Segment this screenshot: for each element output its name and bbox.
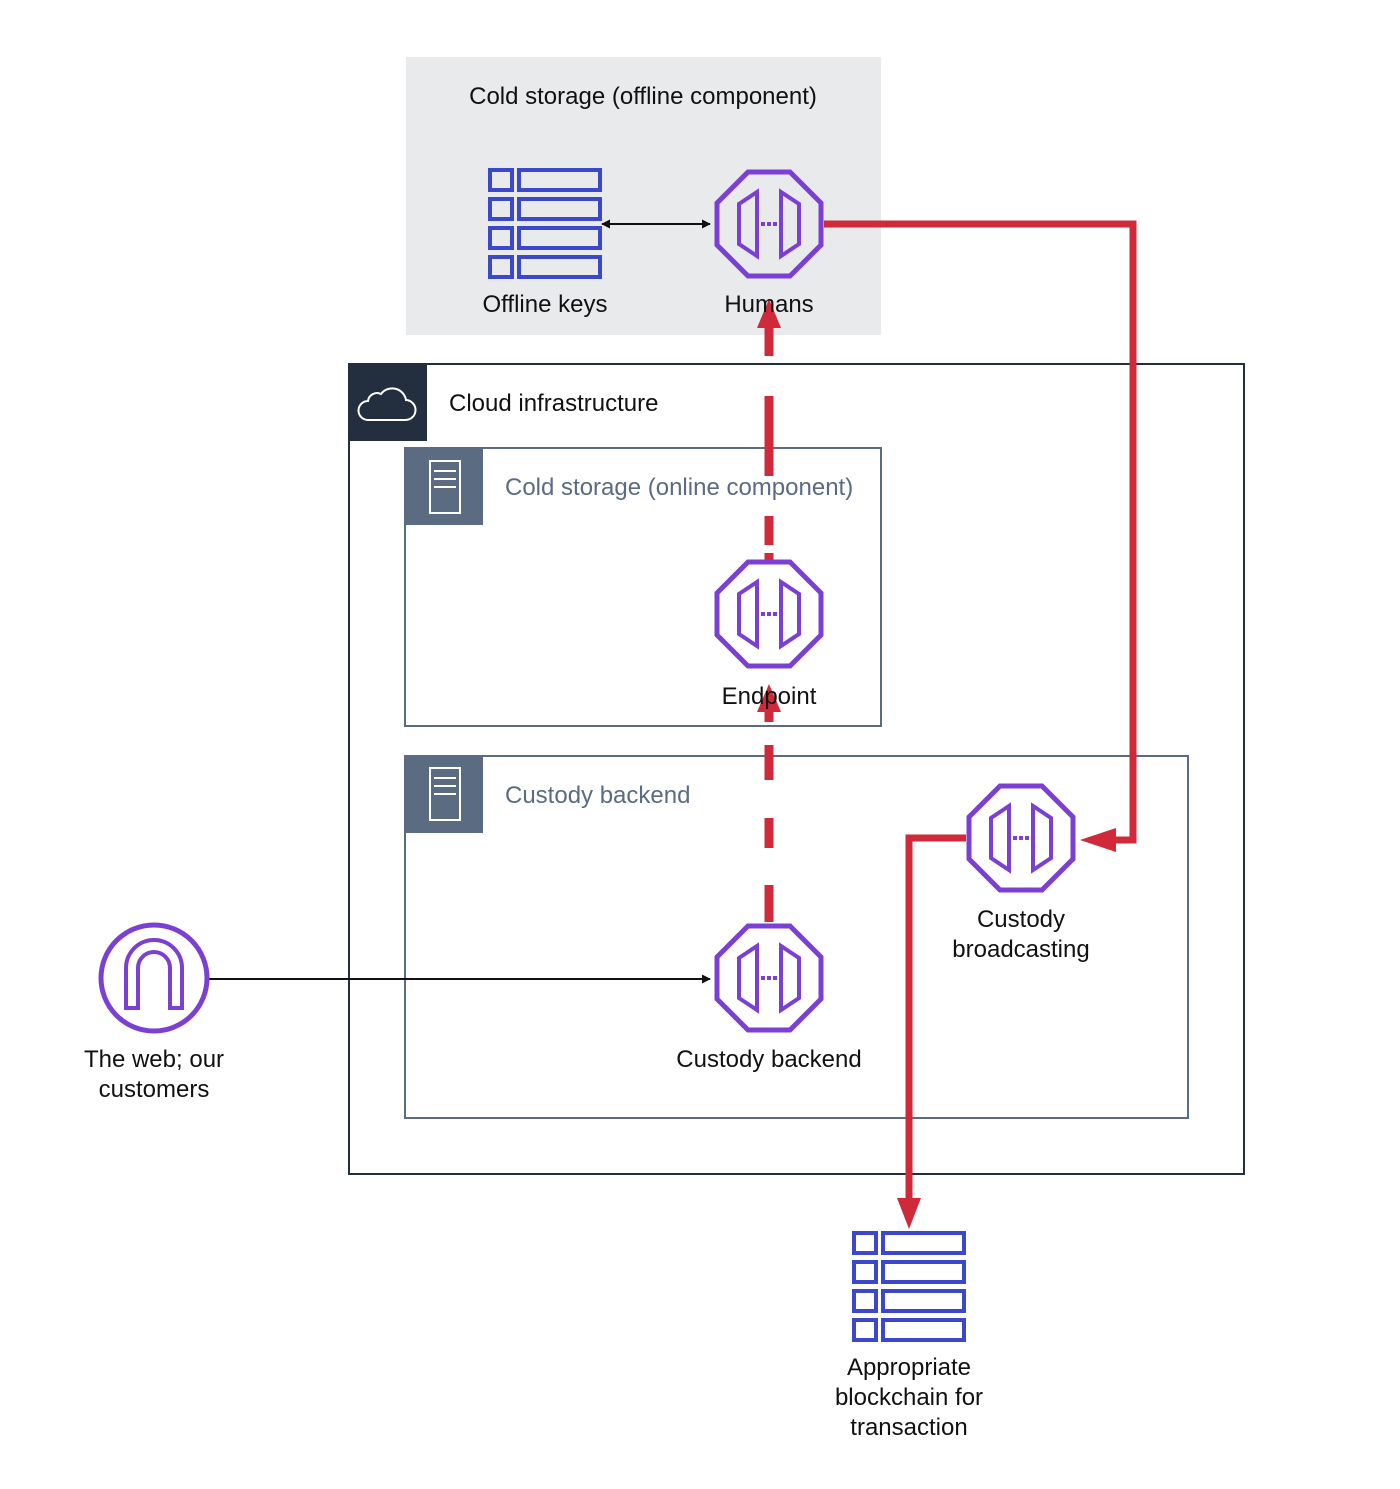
node-offline-keys: Offline keys — [483, 168, 608, 318]
group-cloud-infrastructure: Cloud infrastructure — [348, 363, 1245, 1175]
group-cold-storage-offline-label: Cold storage (offline component) — [469, 83, 817, 110]
node-blockchain: Appropriate blockchain for transaction — [835, 1231, 983, 1441]
node-web-customers: The web; our customers — [84, 922, 224, 1103]
group-cloud-infrastructure-label: Cloud infrastructure — [449, 390, 658, 417]
cloud-icon — [357, 387, 417, 422]
flow-broadcasting-to-blockchain — [905, 834, 966, 1200]
endpoint-icon — [714, 169, 824, 279]
endpoint-icon — [966, 783, 1076, 893]
node-blockchain-label-3: transaction — [850, 1414, 967, 1441]
flow-arrowhead-humans — [757, 299, 781, 328]
table-icon — [852, 1231, 966, 1342]
node-humans-label: Humans — [724, 291, 813, 318]
endpoint-icon — [714, 923, 824, 1033]
group-cold-storage-online-label: Cold storage (online component) — [505, 474, 853, 501]
node-humans: Humans — [714, 169, 824, 318]
node-custody-backend: Custody backend — [676, 923, 862, 1073]
flow-arrowhead-blockchain — [897, 1198, 921, 1229]
flow-arrowhead-broadcasting — [1080, 828, 1116, 852]
node-blockchain-label-1: Appropriate — [847, 1354, 971, 1381]
node-web-label-1: The web; our — [84, 1046, 224, 1073]
node-endpoint: Endpoint — [714, 559, 824, 710]
flow-arrowhead-endpoint — [757, 684, 781, 712]
node-custody-broadcasting-label-2: broadcasting — [952, 936, 1089, 963]
internet-gateway-icon — [98, 922, 210, 1034]
endpoint-icon — [714, 559, 824, 669]
node-endpoint-label: Endpoint — [722, 683, 817, 710]
node-custody-broadcasting: Custody broadcasting — [952, 783, 1090, 963]
table-icon — [488, 168, 602, 279]
node-custody-backend-label: Custody backend — [676, 1046, 861, 1073]
server-icon — [429, 460, 461, 514]
group-cold-storage-offline: Cold storage (offline component) — [406, 57, 881, 335]
server-icon — [429, 767, 461, 821]
node-blockchain-label-2: blockchain for — [835, 1384, 983, 1411]
node-offline-keys-label: Offline keys — [483, 291, 608, 318]
group-custody-backend-label: Custody backend — [505, 782, 690, 809]
node-custody-broadcasting-label-1: Custody — [977, 906, 1065, 933]
flow-humans-to-broadcasting — [824, 220, 1137, 844]
group-custody-backend: Custody backend — [404, 755, 1189, 1119]
node-web-label-2: customers — [99, 1076, 210, 1103]
group-cold-storage-online: Cold storage (online component) — [404, 447, 882, 727]
